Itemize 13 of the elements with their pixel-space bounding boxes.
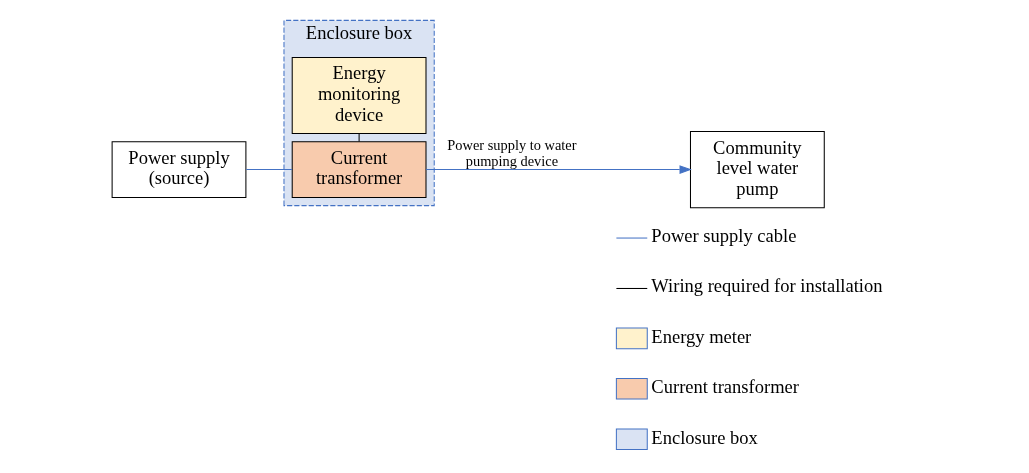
connector: [358, 133, 360, 143]
node-box: Current transformer: [291, 141, 427, 198]
edge-label: Power supply to water pumping device: [447, 137, 577, 169]
node-box: Community level water pump: [689, 131, 825, 209]
arrow: [425, 165, 692, 174]
legend-label: Power supply cable: [651, 225, 797, 247]
node-box: Energy monitoring device: [291, 56, 427, 135]
node-box: Power supply (source): [111, 141, 247, 198]
legend-label: Enclosure box: [651, 426, 758, 448]
connector: [245, 169, 293, 171]
legend-label: Energy meter: [651, 325, 752, 347]
legend-label: Wiring required for installation: [651, 275, 883, 297]
legend-label: Current transformer: [651, 376, 799, 398]
